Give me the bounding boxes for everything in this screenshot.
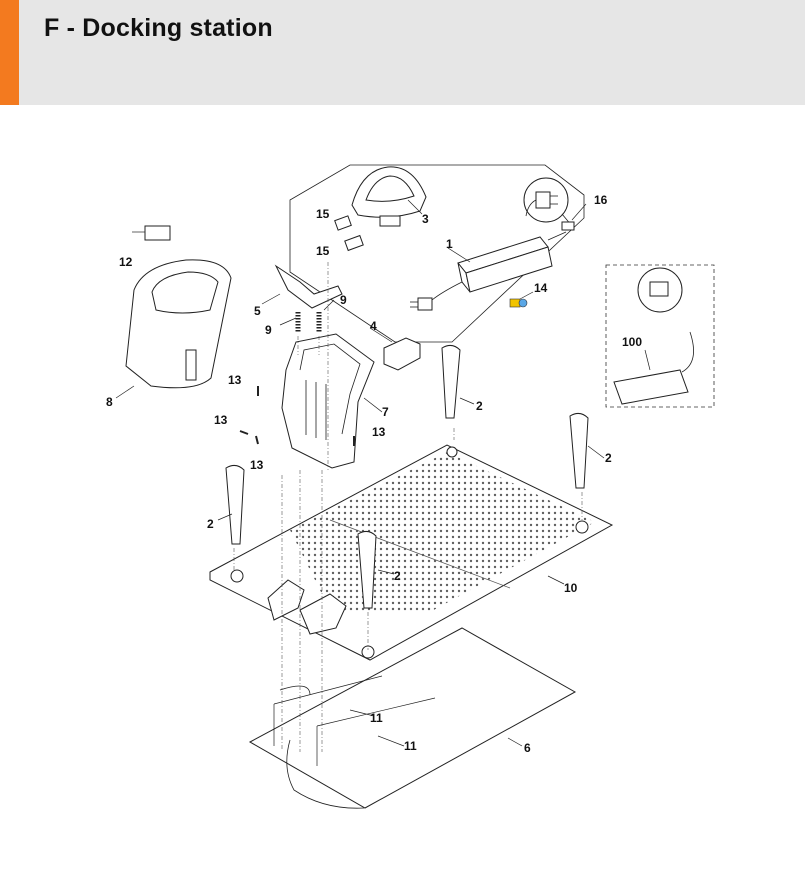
label-2d-text: 2 — [394, 569, 401, 583]
page-title: F - Docking station — [44, 14, 273, 42]
base-plate-icon — [209, 444, 614, 661]
label-9a-text: 9 — [265, 323, 272, 337]
insert-15a — [334, 215, 352, 231]
screw-13c — [255, 435, 259, 445]
label-2c-text: 2 — [207, 517, 214, 531]
header-band — [0, 0, 805, 105]
peg-11a — [273, 675, 383, 746]
label-16-text: 16 — [594, 193, 608, 207]
label-11a-text: 11 — [370, 711, 383, 725]
label-14-text: 14 — [534, 281, 548, 295]
connector-16 — [561, 221, 575, 231]
hood-icon — [125, 259, 232, 389]
label-100-text: 100 — [622, 335, 642, 349]
plug-1 — [410, 297, 433, 311]
label-11b-text: 11 — [404, 739, 417, 753]
label-8-text: 8 — [106, 395, 113, 409]
charging-contact-4 — [383, 337, 421, 371]
label-2a-text: 2 — [476, 399, 483, 413]
alt-power-supply-box — [605, 264, 715, 408]
power-supply-icon — [431, 231, 567, 301]
label-12 — [144, 225, 171, 241]
label-9b-text: 9 — [340, 293, 347, 307]
lubricant-icon — [509, 298, 528, 308]
label-13a-text: 13 — [228, 373, 242, 387]
wheel-guide-right — [299, 593, 347, 635]
label-1-text: 1 — [446, 237, 453, 251]
label-10-text: 10 — [564, 581, 578, 595]
label-7-text: 7 — [382, 405, 389, 419]
header-accent-bar — [0, 0, 19, 105]
label-12-text: 12 — [119, 255, 133, 269]
alt-power-supply-100 — [613, 267, 694, 405]
label-15b-text: 15 — [316, 244, 330, 258]
screw-13b — [239, 430, 249, 435]
spike-icon — [225, 344, 589, 609]
label-4-text: 4 — [370, 319, 377, 333]
label-13c-text: 13 — [250, 458, 264, 472]
label-13b-text: 13 — [214, 413, 228, 427]
label-13d-text: 13 — [372, 425, 386, 439]
label-6-text: 6 — [524, 741, 531, 755]
bracket-5 — [274, 264, 343, 309]
insert-15b — [344, 234, 364, 252]
contact-cover-3 — [351, 166, 427, 227]
boundary-wire-6 — [248, 627, 577, 809]
label-15a-text: 15 — [316, 207, 330, 221]
wheel-guide-left — [267, 579, 305, 621]
label-5-text: 5 — [254, 304, 261, 318]
peg-11b — [316, 697, 436, 766]
label-3-text: 3 — [422, 212, 429, 226]
label-2b-text: 2 — [605, 451, 612, 465]
mains-plug-icon — [523, 177, 569, 223]
